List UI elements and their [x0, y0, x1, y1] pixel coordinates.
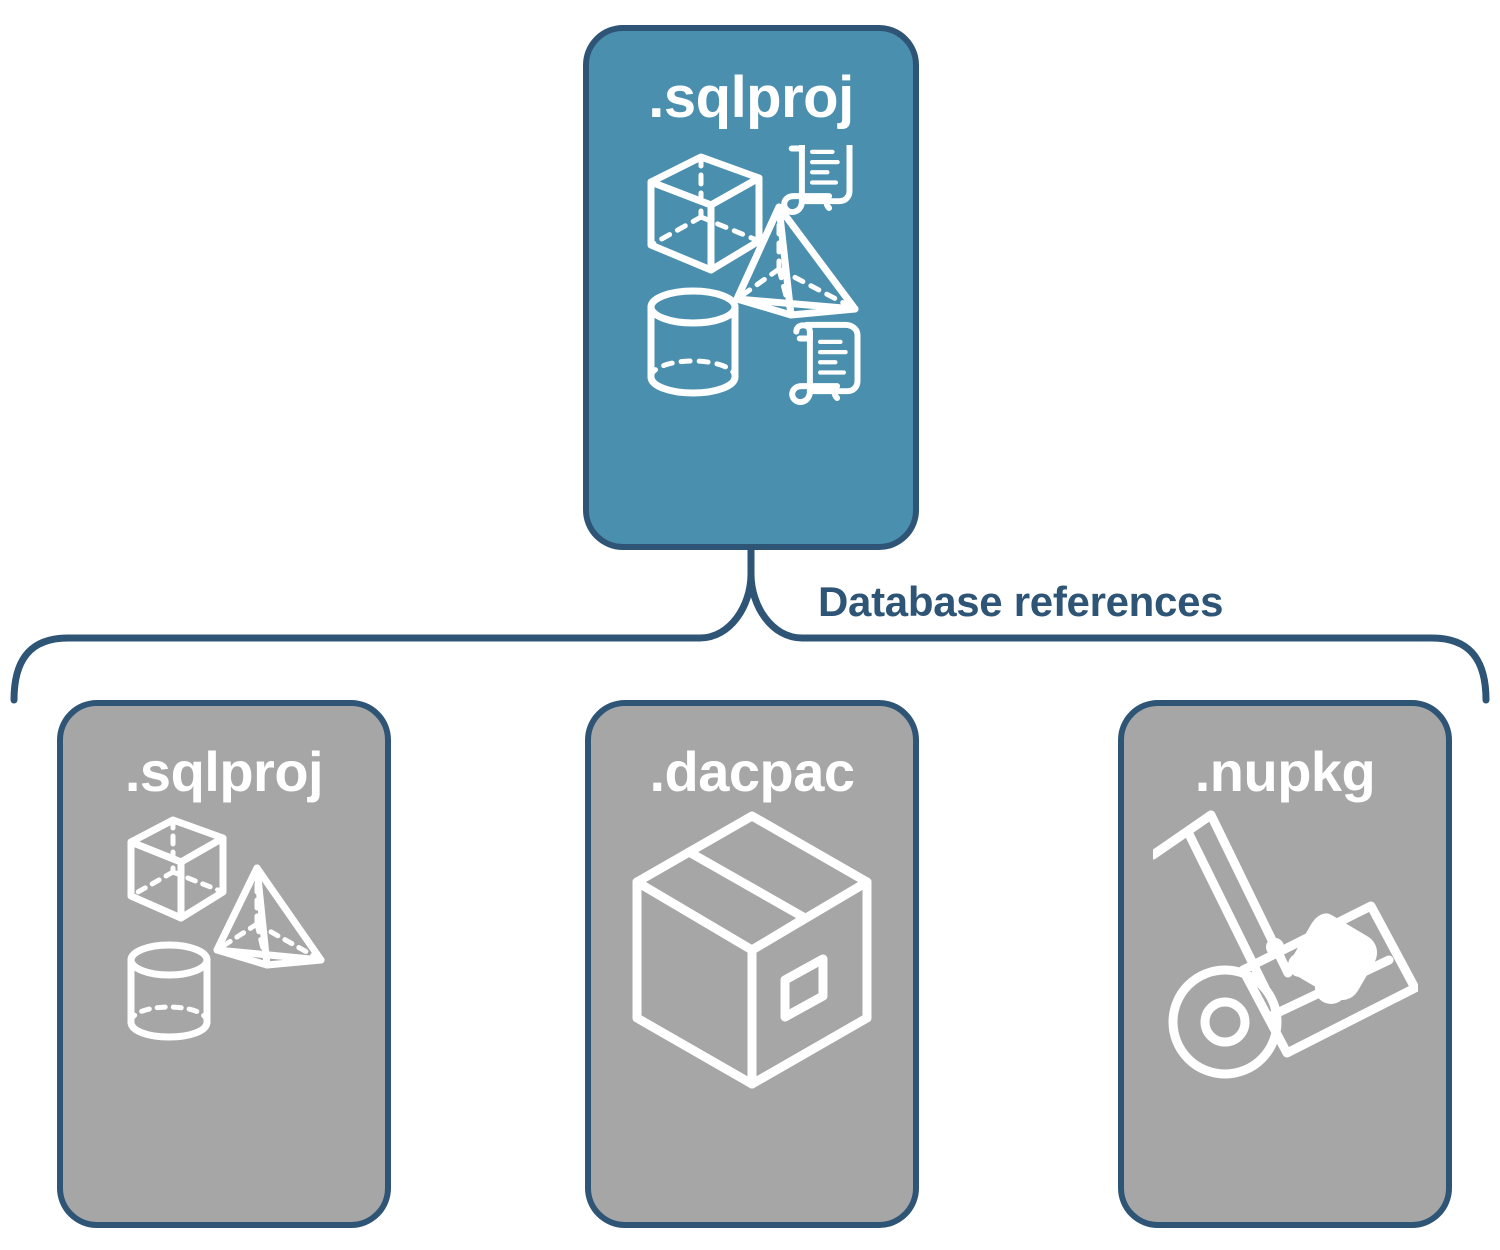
database-objects-icon: [127, 816, 324, 1041]
pyramid-icon: [733, 203, 859, 319]
package-box-icon: [632, 811, 872, 1089]
hand-truck-icon: [1152, 810, 1418, 1079]
node-card-sqlproj-reference[interactable]: .sqlproj: [57, 700, 391, 1228]
card-title-sqlproj-root: .sqlproj: [648, 65, 854, 130]
scroll-icon-top: [781, 145, 853, 215]
scroll-icon-bottom: [789, 321, 861, 405]
curly-brace-connector: [10, 546, 1490, 704]
node-card-sqlproj-root[interactable]: .sqlproj: [583, 25, 919, 550]
cube-icon: [127, 816, 226, 922]
database-objects-icon: [647, 145, 861, 405]
card-title-nupkg: .nupkg: [1194, 740, 1376, 803]
cylinder-icon: [127, 941, 210, 1041]
connector-label: Database references: [818, 578, 1224, 625]
nuget-package-icon: [1238, 901, 1418, 1058]
shipping-box-icon: [632, 811, 872, 1089]
card-title-sqlproj-reference: .sqlproj: [124, 740, 324, 803]
cube-icon: [647, 153, 763, 274]
node-card-dacpac[interactable]: .dacpac: [585, 700, 919, 1228]
connector-left-arm: [10, 570, 755, 704]
node-card-nupkg[interactable]: .nupkg: [1118, 700, 1452, 1228]
pyramid-icon: [213, 864, 324, 969]
wheel-outer: [1168, 965, 1281, 1079]
card-title-dacpac: .dacpac: [649, 740, 855, 803]
cylinder-icon: [647, 287, 739, 397]
wheel-hub: [1200, 997, 1249, 1047]
